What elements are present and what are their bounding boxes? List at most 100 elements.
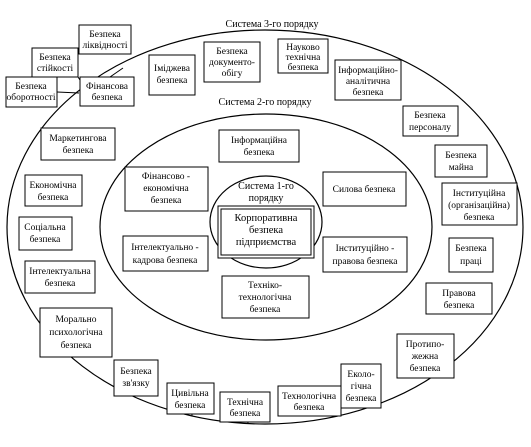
level2-info-line-1: Інформаційна xyxy=(231,135,288,146)
level2-tech-line-2: технологічна xyxy=(239,293,293,303)
level3-image-line-1: Іміджева xyxy=(154,64,191,74)
ring-level-1-title-line-2: порядку xyxy=(249,193,284,204)
level3-property-line-2: майна xyxy=(449,162,474,173)
level3-social-line-1: Соціальна xyxy=(24,223,66,233)
level3-property-line-1: Безпека xyxy=(445,151,477,161)
level3-box-legal: Правова безпека xyxy=(425,282,493,315)
level3-economic-line-2: безпека xyxy=(38,192,70,203)
level3-technical-line-1: Технічна xyxy=(227,398,264,408)
level3-technology-line-2: безпека xyxy=(294,402,326,413)
level3-ecology-line-1: Еколо- xyxy=(347,370,374,380)
level3-box-technical: Технічна безпека xyxy=(219,391,271,423)
level3-civil-line-1: Цивільна xyxy=(171,389,209,399)
level3-image-line-2: безпека xyxy=(157,75,189,86)
level3-box-image: Іміджева безпека xyxy=(148,54,196,96)
level3-liquidity-line-1: Безпека xyxy=(89,30,121,40)
level3-box-financial: Фінансова безпека xyxy=(79,76,135,107)
level3-liquidity-line-2: ліквідності xyxy=(82,41,127,51)
ring-level-2-title: Система 2-го порядку xyxy=(219,97,312,108)
level3-box-intellectual: Інтелектуальна безпека xyxy=(24,260,96,294)
ring-level-3-title: Система 3-го порядку xyxy=(226,19,319,30)
level3-infoanalytic-line-3: безпека xyxy=(353,87,385,98)
level3-fire-line-3: безпека xyxy=(410,363,442,374)
level3-stability-line-2: стійкості xyxy=(37,63,74,74)
level3-marketing-line-1: Маркетингова xyxy=(49,134,107,144)
ring-level-3 xyxy=(6,29,524,425)
core-label-line-3: підприємства xyxy=(236,237,297,248)
level3-box-scitech: Науково технічна безпека xyxy=(277,38,329,74)
level3-ecology-line-2: гічна xyxy=(351,382,372,392)
level2-intel-personnel-line-2: кадрова безпека xyxy=(133,255,199,266)
level3-box-turnover: Безпека оборотності xyxy=(5,76,58,108)
level3-economic-line-1: Економічна xyxy=(29,181,77,191)
level2-intel-personnel-line-1: Інтелектуально - xyxy=(131,243,198,253)
level3-box-moral: Морально психологічна безпека xyxy=(39,307,113,358)
level3-moral-line-3: безпека xyxy=(61,340,93,351)
level3-docflow-line-3: обігу xyxy=(222,68,243,79)
level3-financial-line-1: Фінансова xyxy=(86,82,129,92)
level3-box-property: Безпека майна xyxy=(434,144,488,178)
level2-fin-econ-line-3: безпека xyxy=(151,195,183,206)
level3-box-infoanalytic: Інформаційно- аналітична безпека xyxy=(334,59,402,101)
level3-stability-line-1: Безпека xyxy=(39,53,71,63)
level3-intellectual-line-2: безпека xyxy=(45,278,77,289)
level2-tech-line-3: безпека xyxy=(250,304,282,315)
ring-level-1-title-line-1: Система 1-го xyxy=(238,181,294,192)
level2-inst-legal-line-2: правова безпека xyxy=(333,256,399,267)
level3-box-docflow: Безпека документо- обігу xyxy=(203,41,261,83)
level3-docflow-line-1: Безпека xyxy=(216,47,248,57)
level3-scitech-line-3: безпека xyxy=(288,62,320,73)
ring-level-1 xyxy=(209,175,323,269)
level3-scitech-line-1: Науково xyxy=(286,43,320,53)
level3-marketing-line-2: безпека xyxy=(63,145,95,156)
level3-ecology-line-3: безпека xyxy=(346,393,378,404)
level3-infoanalytic-line-2: аналітична xyxy=(346,77,391,87)
level3-docflow-line-2: документо- xyxy=(209,58,255,68)
level3-box-personnel: Безпека персоналу xyxy=(402,105,459,137)
level2-box-intel-personnel: Інтелектуально - кадрова безпека xyxy=(122,235,209,272)
core-label-line-2: безпека xyxy=(249,225,283,236)
level2-box-inst-legal: Інституційно - правова безпека xyxy=(322,236,408,273)
level2-fin-econ-line-1: Фінансово - xyxy=(142,172,190,182)
level3-intellectual-line-1: Інтелектуальна xyxy=(29,267,91,277)
level3-box-labor: Безпека праці xyxy=(448,237,494,273)
level3-social-line-2: безпека xyxy=(30,234,62,245)
level3-fire-line-2: жежна xyxy=(411,352,439,362)
core-box-inner xyxy=(220,208,312,256)
level3-fire-line-1: Протипо- xyxy=(406,340,444,350)
level3-labor-line-2: праці xyxy=(460,257,482,267)
level3-moral-line-2: психологічна xyxy=(49,328,103,338)
level2-tech-line-1: Техніко- xyxy=(248,281,282,291)
connector-turnover xyxy=(56,91,80,94)
level2-force-line-1: Силова безпека xyxy=(333,184,396,195)
level2-fin-econ-line-2: економічна xyxy=(143,184,189,194)
level3-box-ecology: Еколо- гічна безпека xyxy=(340,363,382,409)
level3-turnover-line-2: оборотності xyxy=(7,92,56,103)
level3-box-fire: Протипо- жежна безпека xyxy=(396,333,455,379)
level3-institutional-line-3: безпека xyxy=(464,212,496,223)
level3-technical-line-2: безпека xyxy=(230,408,262,419)
level3-box-technology: Технологічна безпека xyxy=(277,385,342,417)
level3-civil-line-2: безпека xyxy=(175,400,207,411)
level3-infoanalytic-line-1: Інформаційно- xyxy=(338,65,398,76)
level2-box-force: Силова безпека xyxy=(322,171,407,207)
level3-financial-line-2: безпека xyxy=(92,92,124,103)
level3-personnel-line-1: Безпека xyxy=(414,111,446,121)
level3-turnover-line-1: Безпека xyxy=(15,82,47,92)
level3-comms-line-2: зв'язку xyxy=(122,379,150,389)
level3-institutional-line-2: (організаційна) xyxy=(448,200,510,211)
level2-inst-legal-line-1: Інституційно - xyxy=(336,243,395,254)
level3-box-social: Соціальна безпека xyxy=(18,216,73,251)
level2-info-line-2: безпека xyxy=(244,147,276,158)
level3-labor-line-1: Безпека xyxy=(455,244,487,254)
level3-box-marketing: Маркетингова безпека xyxy=(40,127,116,161)
level3-moral-line-1: Морально xyxy=(56,315,97,325)
level2-box-tech: Техніко- технологічна безпека xyxy=(221,275,310,319)
level3-scitech-line-2: технічна xyxy=(286,53,322,63)
core-box: Корпоративна безпека підприємства xyxy=(217,205,315,259)
level3-legal-line-1: Правова xyxy=(442,289,476,299)
level3-institutional-line-1: Інституційна xyxy=(453,188,506,199)
level2-box-fin-econ: Фінансово - економічна безпека xyxy=(124,166,209,212)
